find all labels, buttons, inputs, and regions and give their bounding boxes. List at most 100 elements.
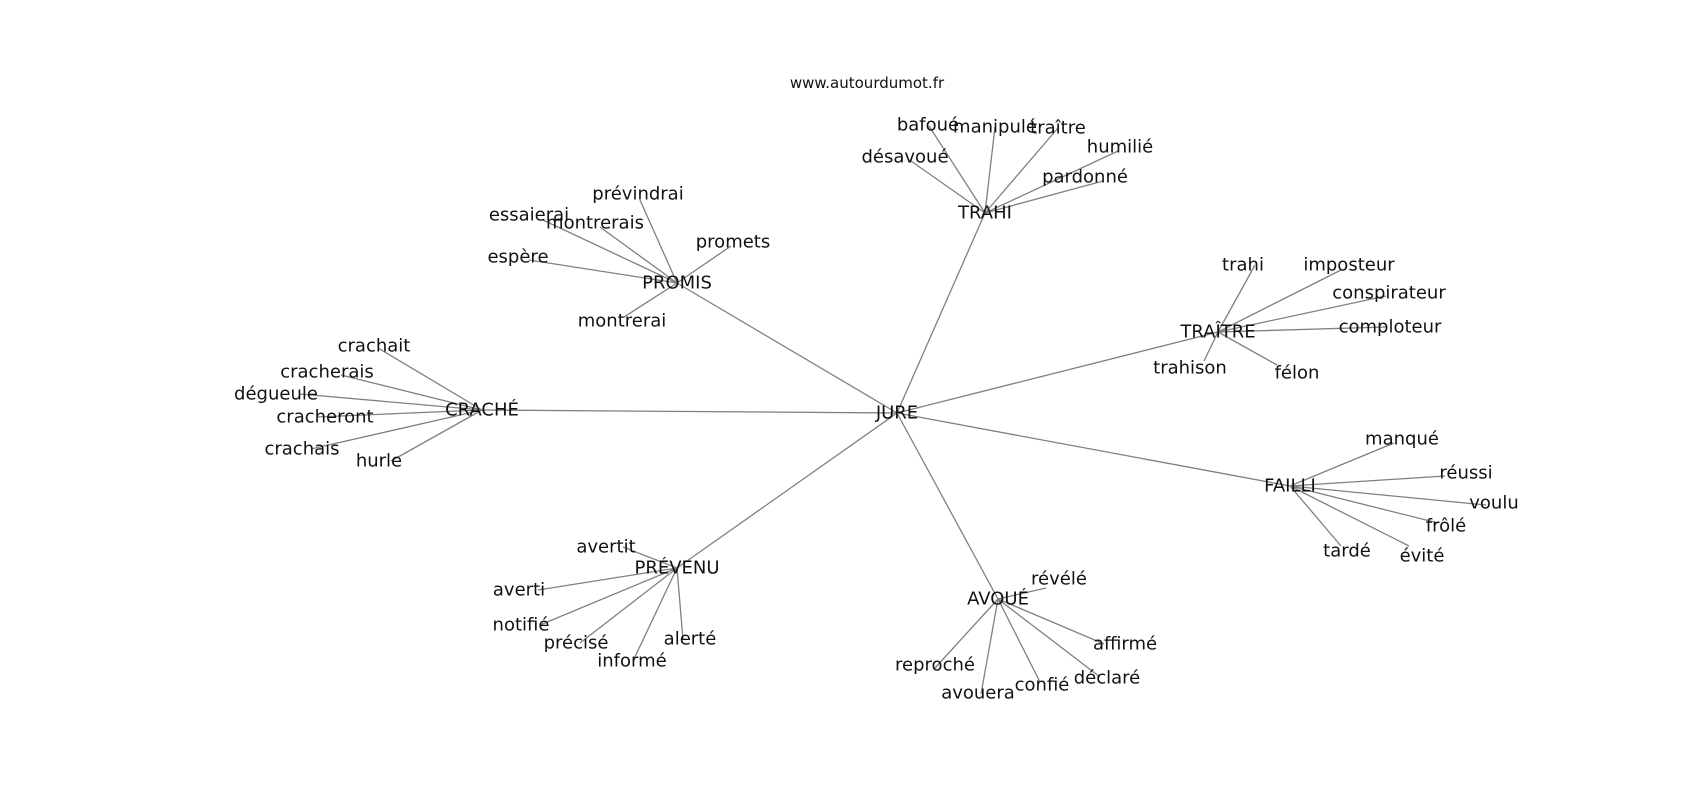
related-word[interactable]: promets — [696, 232, 771, 253]
related-word[interactable]: humilié — [1087, 137, 1153, 158]
edge-center-5 — [481, 409, 898, 414]
edge-center-4 — [676, 412, 898, 569]
related-word[interactable]: crachais — [264, 439, 339, 460]
graph-labels: www.autourdumot.fr bafouémanipulétraître… — [234, 74, 1519, 704]
edge-0-2 — [984, 127, 1059, 214]
related-word[interactable]: averti — [493, 580, 545, 601]
related-word[interactable]: crachait — [338, 336, 411, 357]
cluster-hub-word[interactable]: AVOUÉ — [967, 588, 1029, 610]
edge-0-5 — [910, 160, 986, 214]
related-word[interactable]: félon — [1275, 363, 1320, 384]
cluster-hub-word[interactable]: TRAHI — [957, 203, 1012, 224]
related-word[interactable]: manqué — [1365, 429, 1439, 450]
related-word[interactable]: avertit — [576, 537, 635, 558]
center-word[interactable]: JURE — [875, 403, 918, 424]
edge-1-5 — [1203, 331, 1219, 362]
related-word[interactable]: conspirateur — [1332, 283, 1446, 304]
edge-6-2 — [599, 226, 678, 284]
edge-5-1 — [340, 374, 483, 411]
related-word[interactable]: informé — [597, 651, 666, 672]
edge-1-0 — [1217, 264, 1256, 333]
related-word[interactable]: confié — [1015, 675, 1070, 696]
edge-1-2 — [1217, 295, 1387, 333]
edge-0-4 — [984, 180, 1104, 214]
edge-1-4 — [1217, 331, 1278, 366]
related-word[interactable]: traître — [1030, 118, 1086, 139]
related-word[interactable]: précisé — [544, 633, 609, 654]
related-word[interactable]: cracheront — [276, 407, 373, 428]
edge-3-0 — [997, 587, 1047, 600]
related-word[interactable]: comploteur — [1339, 317, 1442, 338]
edge-6-0 — [639, 199, 678, 284]
edge-3-4 — [980, 598, 999, 695]
edge-6-3 — [676, 245, 732, 284]
related-word[interactable]: affirmé — [1093, 634, 1157, 655]
related-word[interactable]: espère — [487, 247, 548, 268]
edge-center-2 — [896, 412, 1291, 487]
edge-2-2 — [1289, 485, 1487, 506]
edge-center-3 — [896, 412, 999, 600]
edge-2-3 — [1289, 485, 1439, 524]
related-word[interactable]: alerté — [664, 629, 717, 650]
edge-center-1 — [896, 331, 1219, 414]
edge-1-1 — [1217, 269, 1342, 333]
cluster-hub-word[interactable]: FAILLI — [1264, 476, 1316, 497]
edge-2-4 — [1289, 485, 1410, 547]
related-word[interactable]: prévindrai — [592, 184, 683, 205]
edge-4-4 — [632, 567, 678, 662]
graph-edges — [299, 125, 1487, 695]
related-word[interactable]: trahison — [1153, 358, 1227, 379]
related-word[interactable]: évité — [1400, 546, 1445, 567]
edge-0-1 — [984, 126, 996, 214]
related-word[interactable]: trahi — [1222, 255, 1264, 276]
edge-0-0 — [928, 125, 986, 214]
related-word[interactable]: révélé — [1031, 569, 1087, 590]
cluster-hub-word[interactable]: PRÉVENU — [634, 557, 719, 579]
edge-4-0 — [622, 546, 678, 569]
related-word[interactable]: désavoué — [861, 147, 948, 168]
source-site-label[interactable]: www.autourdumot.fr — [790, 74, 945, 92]
edge-2-1 — [1289, 475, 1446, 487]
related-word[interactable]: dégueule — [234, 384, 318, 405]
cluster-hub-word[interactable]: CRACHÉ — [445, 399, 519, 421]
edge-2-5 — [1289, 485, 1342, 547]
cluster-hub-word[interactable]: TRAÎTRE — [1179, 321, 1255, 343]
related-word[interactable]: essaierai — [489, 205, 569, 226]
edge-6-1 — [542, 219, 678, 284]
related-word[interactable]: tardé — [1323, 541, 1371, 562]
edge-4-3 — [579, 567, 678, 644]
edge-3-3 — [997, 598, 1041, 683]
related-word[interactable]: avouera — [941, 683, 1015, 704]
related-word[interactable]: montrerai — [578, 311, 667, 332]
related-word[interactable]: cracherais — [280, 362, 374, 383]
related-word[interactable]: déclaré — [1074, 668, 1141, 689]
edge-6-4 — [528, 259, 678, 284]
edge-5-4 — [310, 409, 483, 450]
edge-4-1 — [537, 567, 678, 591]
edge-1-3 — [1217, 326, 1387, 333]
related-word[interactable]: imposteur — [1303, 255, 1395, 276]
related-word[interactable]: bafoué — [897, 115, 959, 136]
related-word[interactable]: montrerais — [546, 213, 644, 234]
edge-center-6 — [676, 282, 898, 414]
edge-5-2 — [299, 393, 483, 411]
edge-4-2 — [539, 567, 678, 626]
related-word[interactable]: voulu — [1469, 493, 1518, 514]
related-word[interactable]: reproché — [895, 655, 975, 676]
related-word[interactable]: pardonné — [1042, 167, 1128, 188]
related-word[interactable]: réussi — [1439, 463, 1492, 484]
related-word[interactable]: frôlé — [1426, 516, 1466, 537]
edge-5-3 — [316, 409, 483, 418]
edge-6-5 — [623, 282, 678, 318]
edge-5-0 — [377, 347, 483, 411]
related-word[interactable]: manipulé — [953, 117, 1037, 138]
edge-3-1 — [997, 598, 1105, 645]
cluster-hub-word[interactable]: PROMIS — [642, 273, 712, 294]
related-word[interactable]: notifié — [493, 615, 550, 636]
edge-center-0 — [896, 212, 986, 414]
related-word[interactable]: hurle — [356, 451, 402, 472]
edge-3-5 — [934, 598, 999, 669]
edge-3-2 — [997, 598, 1101, 678]
edge-4-5 — [676, 567, 684, 641]
